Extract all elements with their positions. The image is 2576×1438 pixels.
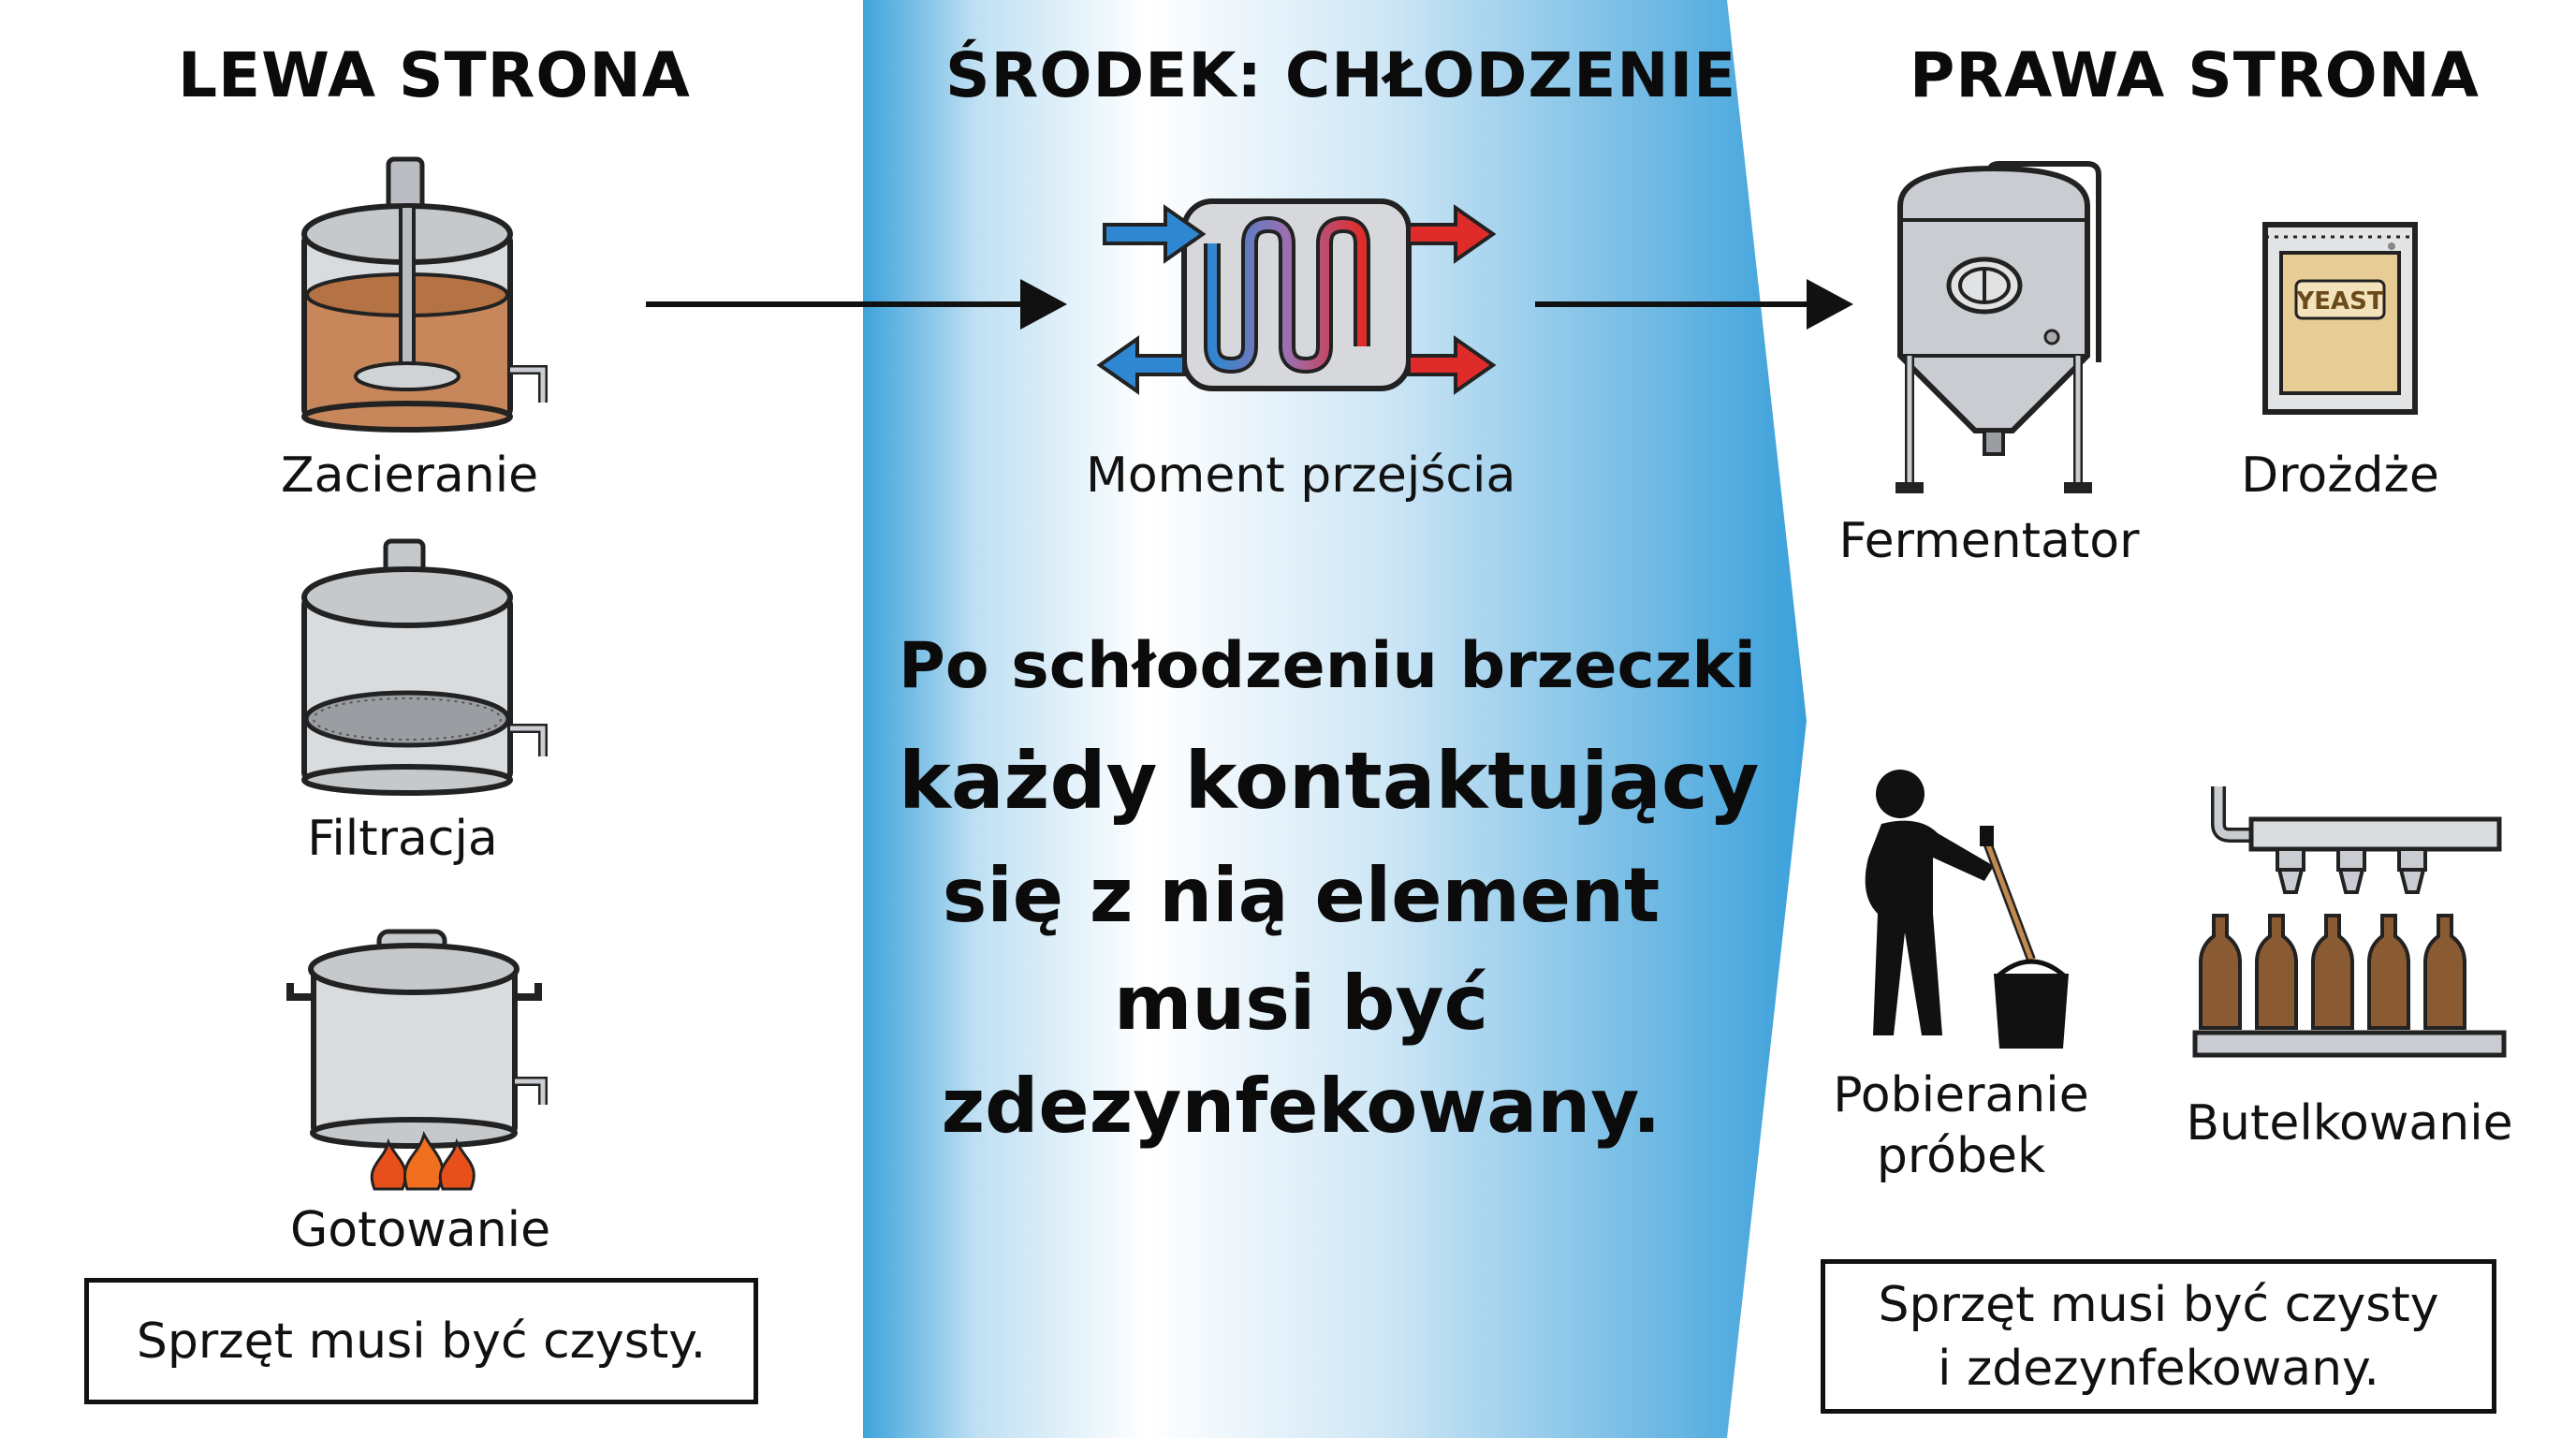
item-label-boiling: Gotowanie [290,1202,551,1258]
statement-line-4: musi być [1113,960,1489,1047]
item-label-fermenter: Fermentator [1838,513,2140,569]
right-note-line-2: i zdezynfekowany. [1938,1340,2379,1397]
statement-line-2: każdy kontaktujący [899,735,1760,827]
item-label-mashing: Zacieranie [281,448,539,504]
statement-line-5: zdezynfekowany. [941,1063,1661,1150]
lauter-tun-icon [301,538,548,796]
yeast-packet-icon [2262,222,2418,415]
fermenter-icon [1895,161,2101,493]
arrow-right-icon [646,279,1067,330]
left-title: LEWA STRONA [178,39,691,111]
item-label-sampling-2: próbek [1876,1128,2046,1184]
statement-line-3: się z nią element [942,852,1661,939]
arrow-right-icon [1535,279,1853,330]
item-label-sampling-1: Pobieranie [1833,1067,2089,1123]
left-note-box: Sprzęt musi być czysty. [84,1278,758,1404]
bottling-line-icon [2192,786,2507,1058]
item-label-yeast: Drożdże [2241,448,2439,504]
heat-exchanger-icon [1096,198,1497,395]
statement-line-1: Po schłodzeniu brzeczki [899,629,1756,703]
flame-icon [370,1130,476,1191]
item-label-lautering: Filtracja [307,811,498,867]
yeast-packet-text: YEAST [2296,287,2384,315]
item-label-bottling: Butelkowanie [2186,1095,2513,1152]
middle-title: ŚRODEK: CHŁODZENIE [945,39,1737,111]
mash-tun-icon [301,156,548,433]
right-title: PRAWA STRONA [1910,39,2480,111]
right-note-line-1: Sprzęt musi być czysty [1878,1276,2439,1333]
right-note-box: Sprzęt musi być czysty i zdezynfekowany. [1821,1259,2496,1414]
sampling-person-icon [1865,770,2069,1049]
boil-kettle-icon [286,929,548,1191]
transition-label: Moment przejścia [1086,448,1516,504]
